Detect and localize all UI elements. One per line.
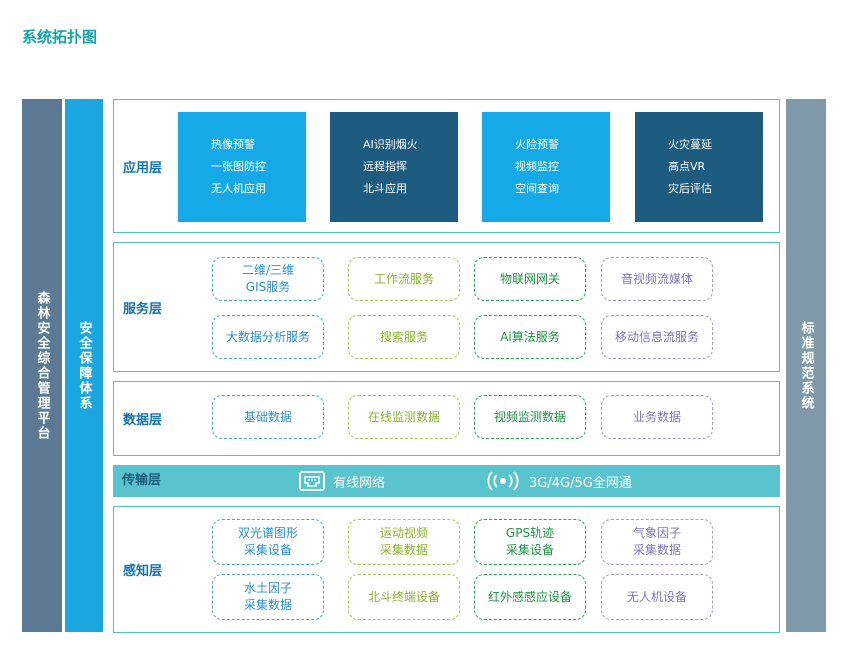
platform-label: 森林安全综合管理平台 [34,290,50,441]
network-port-icon [299,471,325,491]
wired-network-label: 有线网络 [333,475,386,491]
standards-label: 标准规范系统 [798,320,814,411]
service-item: 搜索服务 [348,315,460,359]
app-box: 火险预警 视频监控 空间查询 [482,112,610,222]
service-item: 大数据分析服务 [212,315,324,359]
perception-item-line: 采集数据 [243,598,292,612]
perception-item: GPS轨迹 采集设备 [474,519,586,565]
layer-label: 感知层 [123,564,163,579]
perception-item-line: GPS轨迹 [505,526,555,540]
service-item: Ai算法服务 [474,315,586,359]
perception-item-line: 采集数据 [379,543,428,557]
service-item: 移动信息流服务 [601,315,713,359]
app-item: 火险预警 [515,138,559,151]
security-label: 安全保障体系 [76,320,92,411]
wired-network: 有线网络 [299,465,385,497]
wireless-signal-icon [487,471,519,491]
wireless-network: 3G/4G/5G全网通 [485,465,632,497]
data-item: 视频监测数据 [474,395,586,439]
page-title: 系统拓扑图 [22,28,98,46]
perception-item: 无人机设备 [601,574,713,620]
perception-item: 红外感感应设备 [474,574,586,620]
perception-item: 气象因子 采集数据 [601,519,713,565]
layer-label: 数据层 [123,413,163,428]
app-item: 火灾蔓延 [668,138,712,151]
app-item: 视频监控 [515,160,559,173]
app-item: 热像预警 [211,138,255,151]
service-layer: 服务层 二维/三维 GIS服务 工作流服务 物联网网关 音视频流媒体 大数据分析… [113,242,780,372]
perception-item-line: 运动视频 [379,526,428,540]
service-item: 物联网网关 [474,257,586,301]
data-item: 业务数据 [601,395,713,439]
service-item: 音视频流媒体 [601,257,713,301]
app-item: 无人机应用 [211,182,266,195]
app-box: 热像预警 一张图防控 无人机应用 [178,112,306,222]
app-item: 高点VR [668,160,706,173]
app-item: 北斗应用 [363,182,407,195]
perception-item-line: 采集数据 [632,543,681,557]
perception-item-line: 采集设备 [505,543,554,557]
perception-item: 双光谱图形 采集设备 [212,519,324,565]
transport-layer: 传输层 有线网络 3G/4G/5G全网通 [113,465,780,497]
data-layer: 数据层 基础数据 在线监测数据 视频监测数据 业务数据 [113,381,780,456]
wireless-network-label: 3G/4G/5G全网通 [529,475,632,491]
app-item: 远程指挥 [363,160,407,173]
data-item: 基础数据 [212,395,324,439]
app-box: AI识别烟火 远程指挥 北斗应用 [330,112,458,222]
perception-item: 水土因子 采集数据 [212,574,324,620]
layer-label: 服务层 [123,301,163,317]
perception-item: 北斗终端设备 [348,574,460,620]
app-box: 火灾蔓延 高点VR 灾后评估 [635,112,763,222]
data-item: 在线监测数据 [348,395,460,439]
perception-item: 运动视频 采集数据 [348,519,460,565]
service-item: 二维/三维 GIS服务 [212,257,324,301]
platform-side-bar: 森林安全综合管理平台 [22,99,62,632]
app-item: 空间查询 [515,182,559,195]
layer-label: 传输层 [122,473,162,488]
perception-item-line: 气象因子 [632,526,681,540]
security-side-bar: 安全保障体系 [65,99,103,632]
perception-layer: 感知层 双光谱图形 采集设备 运动视频 采集数据 GPS轨迹 采集设备 气象因子… [113,506,780,633]
service-item-line: 二维/三维 [241,263,295,277]
app-item: 灾后评估 [668,182,712,195]
application-layer: 应用层 热像预警 一张图防控 无人机应用 AI识别烟火 远程指挥 北斗应用 火险… [113,99,780,233]
perception-item-line: 采集设备 [243,543,292,557]
app-item: 一张图防控 [211,160,266,173]
layer-label: 应用层 [123,160,163,176]
service-item-line: GIS服务 [245,280,291,294]
perception-item-line: 双光谱图形 [237,526,298,540]
service-item: 工作流服务 [348,257,460,301]
perception-item-line: 水土因子 [243,581,292,595]
app-item: AI识别烟火 [363,138,418,151]
standards-side-bar: 标准规范系统 [786,99,826,632]
